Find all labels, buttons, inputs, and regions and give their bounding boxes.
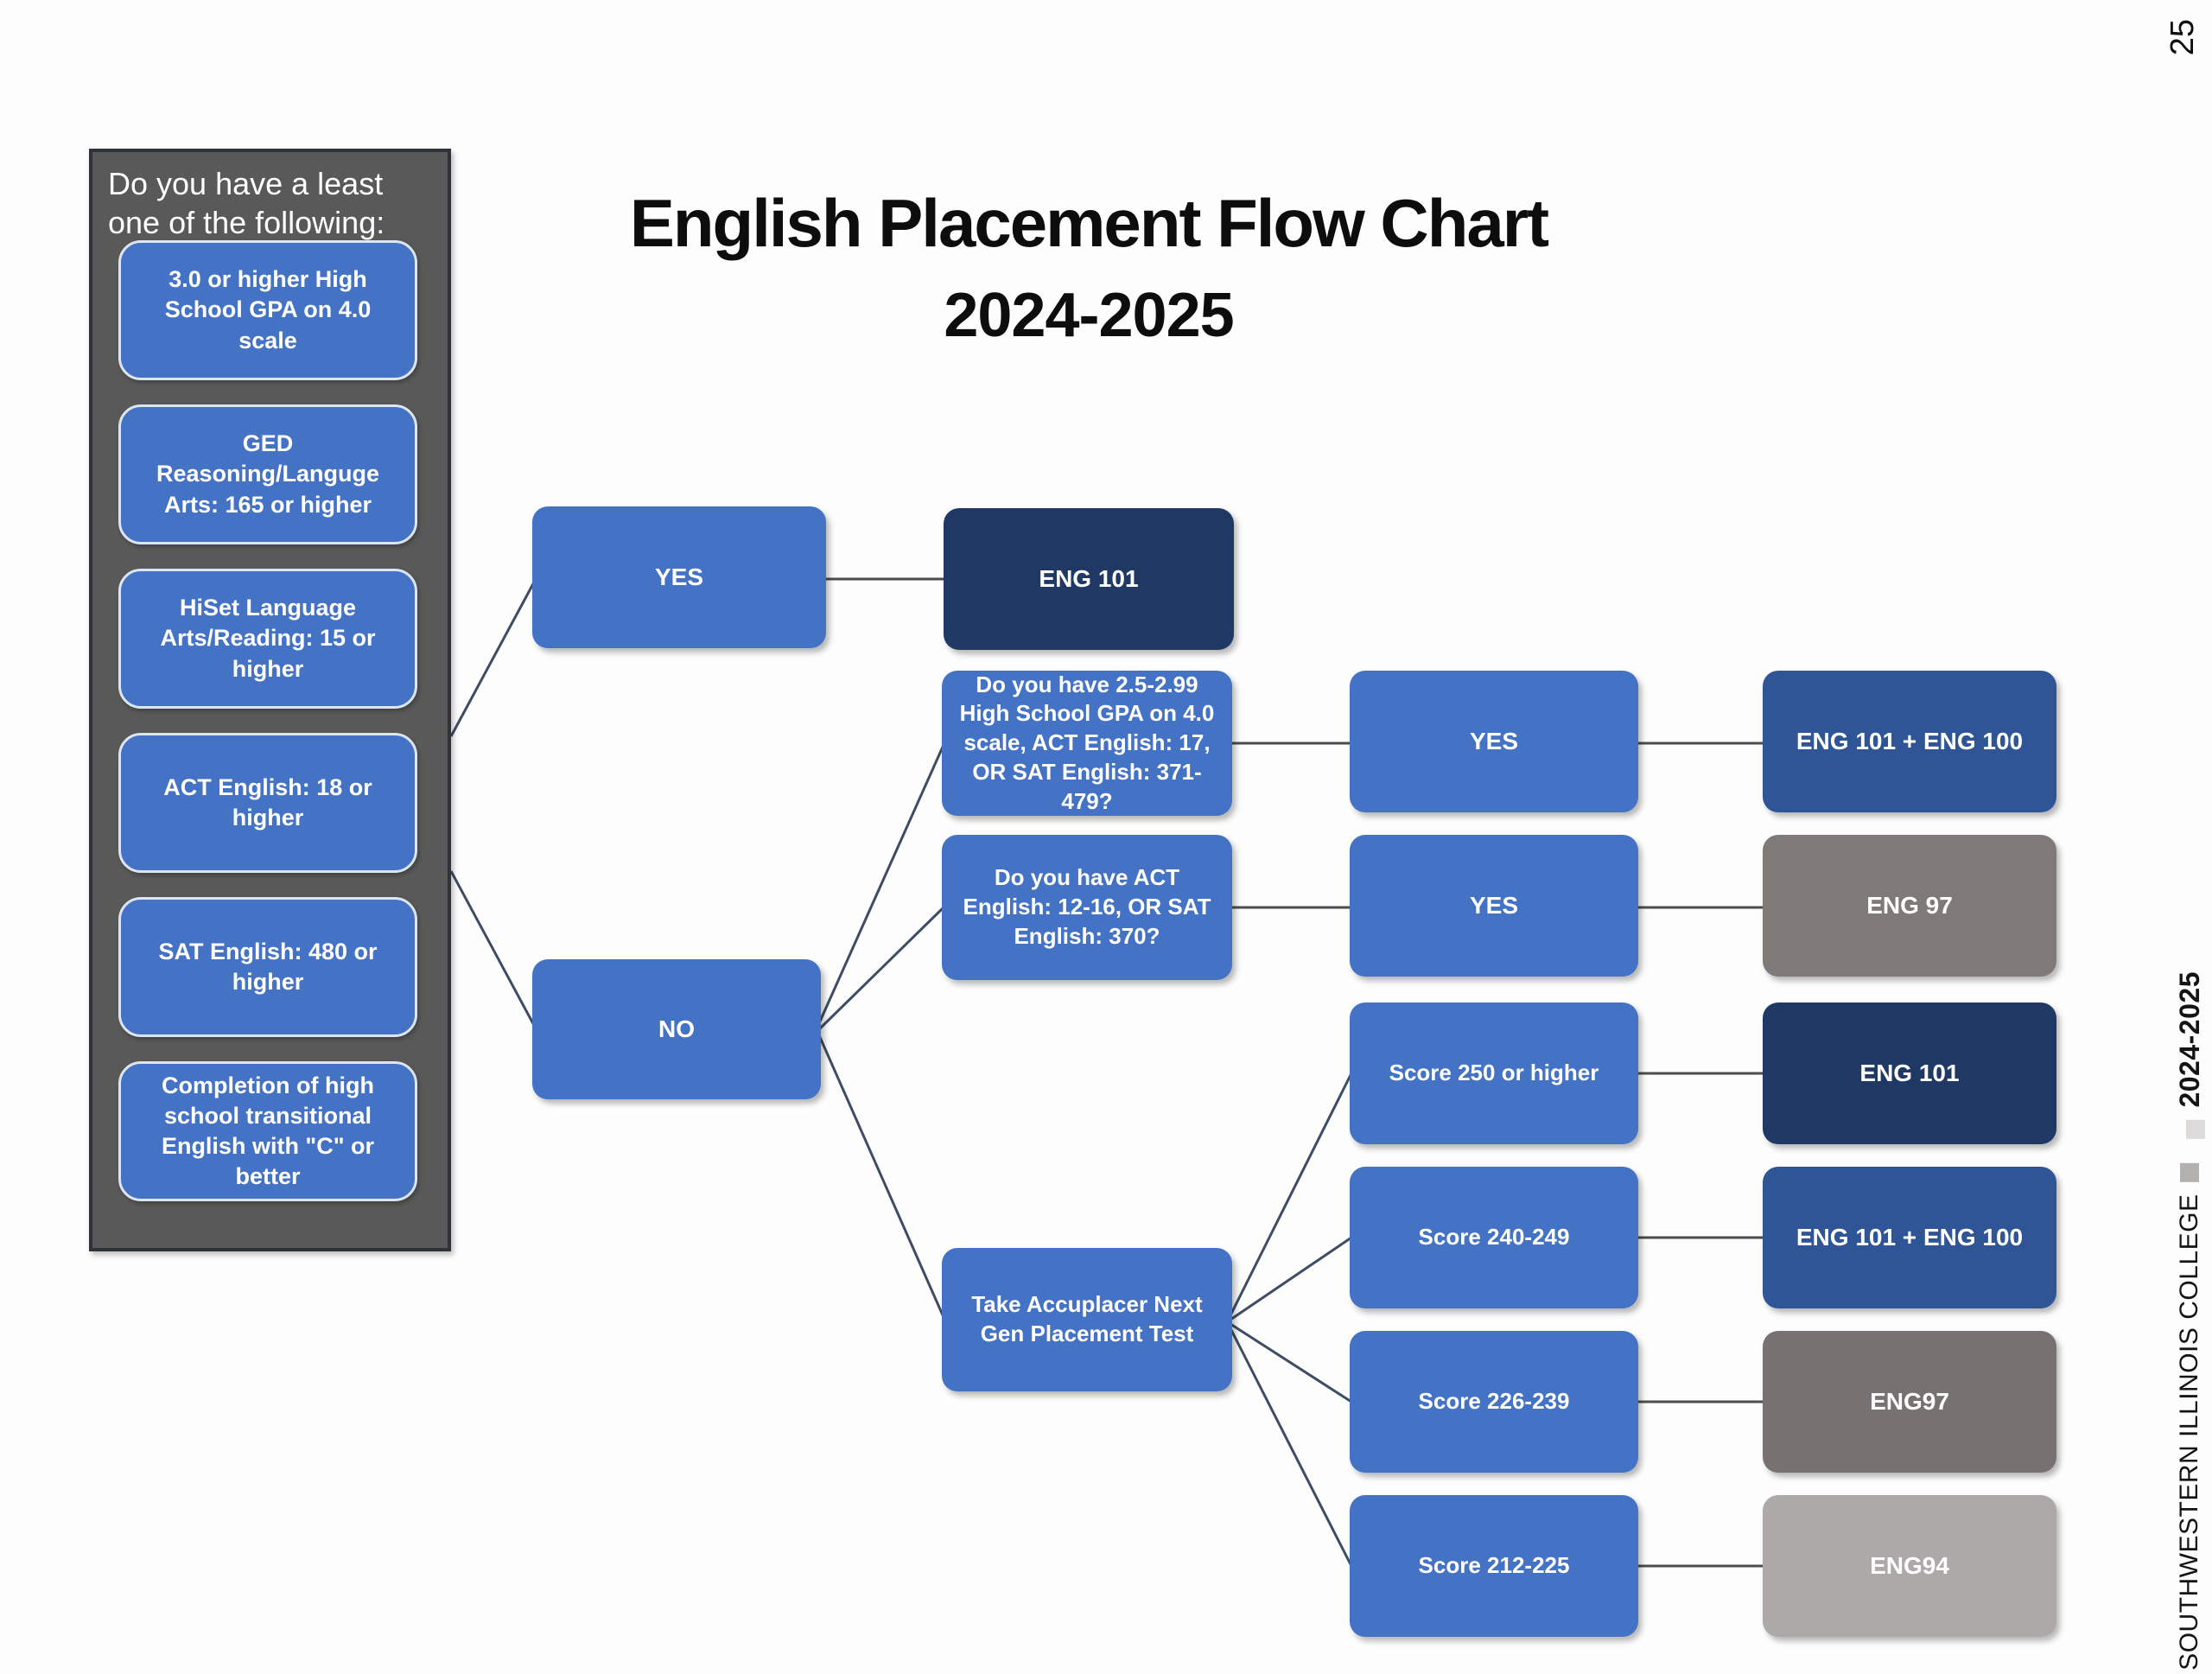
flow-node-score-212-225: Score 212-225 [1350, 1495, 1638, 1637]
logo-square-dark-icon [2180, 1162, 2199, 1182]
page-edge-rail: SOUTHWESTERN ILLINOIS COLLEGE 2024-2025 [2174, 971, 2206, 1671]
outcome-eng97-a: ENG 97 [1763, 835, 2056, 977]
title-line-2: 2024-2025 [944, 280, 1234, 350]
criteria-item-ged: GED Reasoning/Languge Arts: 165 or highe… [118, 404, 417, 544]
flow-node-question-act: Do you have ACT English: 12-16, OR SAT E… [942, 835, 1232, 980]
criteria-item-hiset: HiSet Language Arts/Reading: 15 or highe… [118, 569, 417, 709]
flow-node-yes-row2: YES [1350, 835, 1638, 977]
flow-node-score-240-249: Score 240-249 [1350, 1167, 1638, 1308]
criteria-panel-header: Do you have a least one of the following… [108, 166, 385, 240]
criteria-item-transitional: Completion of high school transitional E… [118, 1061, 417, 1201]
title-line-1: English Placement Flow Chart [629, 185, 1549, 261]
outcome-eng101-eng100-a: ENG 101 + ENG 100 [1763, 671, 2056, 812]
flow-node-score-226-239: Score 226-239 [1350, 1331, 1638, 1473]
flow-node-no: NO [532, 959, 821, 1099]
criteria-panel: Do you have a least one of the following… [89, 149, 451, 1251]
outcome-eng101: ENG 101 [1763, 1002, 2056, 1144]
rail-year: 2024-2025 [2174, 971, 2205, 1108]
flow-node-question-gpa: Do you have 2.5-2.99 High School GPA on … [942, 671, 1232, 816]
criteria-item-act: ACT English: 18 or higher [118, 733, 417, 873]
flow-node-yes-row1: YES [1350, 671, 1638, 812]
page-title: English Placement Flow Chart 2024-2025 [553, 188, 1624, 351]
criteria-item-sat: SAT English: 480 or higher [118, 897, 417, 1037]
criteria-item-gpa: 3.0 or higher High School GPA on 4.0 sca… [118, 240, 417, 380]
flow-node-accuplacer: Take Accuplacer Next Gen Placement Test [942, 1248, 1232, 1391]
flow-node-score-250: Score 250 or higher [1350, 1002, 1638, 1144]
outcome-eng101-eng100-b: ENG 101 + ENG 100 [1763, 1167, 2056, 1308]
outcome-eng97-b: ENG97 [1763, 1331, 2056, 1473]
flow-node-eng101-top: ENG 101 [944, 508, 1234, 650]
flow-node-yes-top: YES [532, 506, 826, 648]
outcome-eng94: ENG94 [1763, 1495, 2056, 1637]
page-number: 25 [2164, 19, 2201, 56]
college-name: SOUTHWESTERN ILLINOIS COLLEGE [2175, 1193, 2203, 1671]
logo-square-light-icon [2186, 1119, 2206, 1139]
